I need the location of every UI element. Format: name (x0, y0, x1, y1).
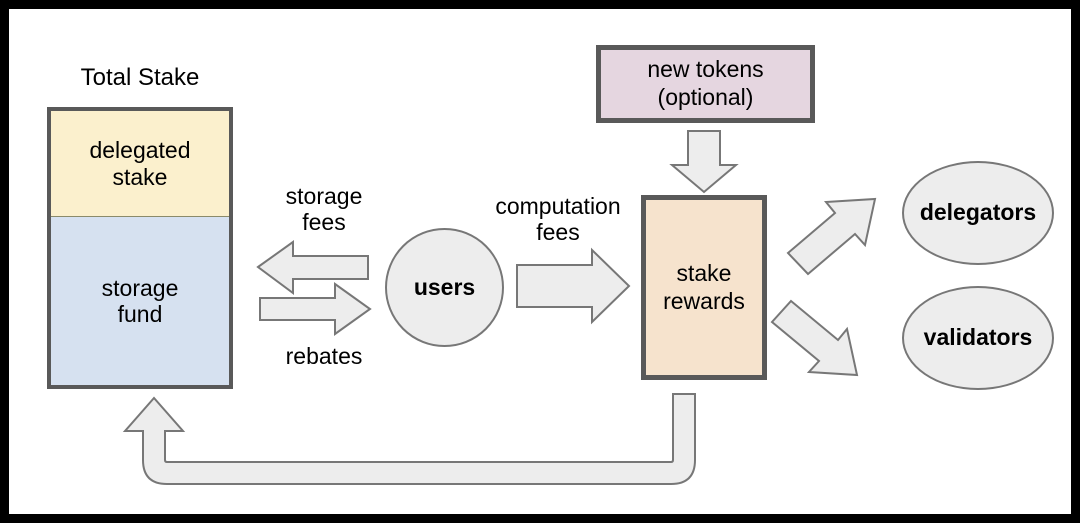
total-stake-title: Total Stake (80, 64, 200, 91)
arrow-layer (122, 130, 877, 485)
validators-node: validators (902, 286, 1054, 390)
computation-fees-arrow (516, 247, 631, 325)
validators-label: validators (923, 324, 1033, 351)
new-tokens-label: new tokens(optional) (647, 56, 764, 110)
storage-fees-arrow (256, 240, 369, 295)
validators-arrow (770, 299, 859, 377)
delegators-node: delegators (902, 161, 1054, 265)
users-label: users (413, 273, 476, 300)
delegators-arrow (786, 197, 877, 276)
users-node: users (385, 228, 504, 347)
rewards-loop-arrow (122, 393, 696, 485)
rebates-label: rebates (285, 343, 363, 369)
delegators-label: delegators (919, 199, 1037, 226)
new-tokens-node: new tokens(optional) (596, 45, 815, 123)
rebates-arrow (259, 282, 372, 336)
new-tokens-arrow (669, 130, 739, 194)
